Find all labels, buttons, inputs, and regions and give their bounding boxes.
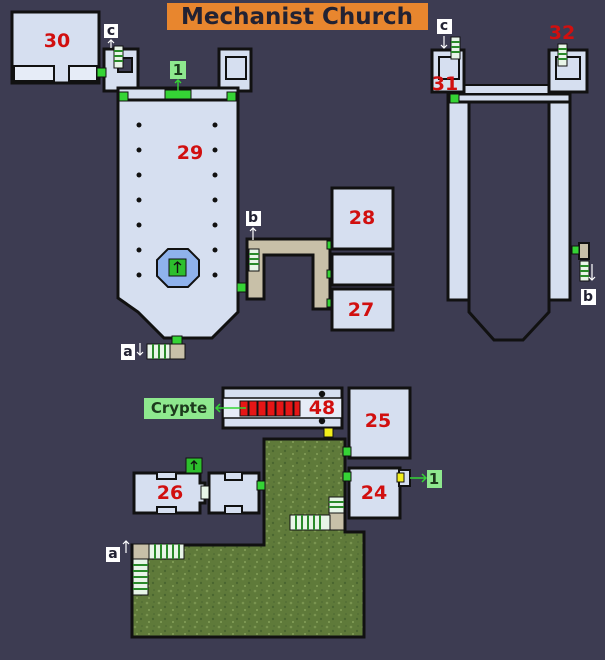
room-number-48: 48 (309, 397, 335, 419)
arrow-icon (249, 227, 257, 240)
door[interactable] (342, 471, 352, 482)
arrow-icon (214, 403, 246, 413)
nave-hall (116, 98, 240, 340)
door[interactable] (342, 446, 352, 457)
room-number-30: 30 (44, 30, 70, 52)
room-25[interactable]: 25 (347, 386, 412, 460)
room-48[interactable]: 48 (221, 386, 344, 430)
svg-text:b: b (583, 289, 593, 305)
title-background (167, 3, 428, 30)
marker-1-top[interactable]: 1 (170, 61, 186, 92)
room-26[interactable]: 26 (132, 471, 207, 515)
door-yellow[interactable] (323, 427, 334, 438)
pillar-icon (136, 122, 218, 278)
room-27[interactable]: 27 (330, 287, 395, 332)
svg-text:a: a (108, 546, 117, 562)
room-24[interactable]: 24 (347, 466, 402, 520)
arrow-icon (136, 343, 144, 356)
stairs-icon[interactable] (450, 36, 568, 67)
room-number-26: 26 (157, 482, 183, 504)
arrow-icon (174, 79, 182, 92)
door[interactable] (449, 93, 460, 104)
room-number-32: 32 (549, 22, 575, 44)
marker-c-left[interactable]: c (104, 23, 118, 48)
room-32[interactable]: 32 (547, 22, 589, 94)
room-30[interactable]: 30 (10, 10, 101, 85)
exit-1-right[interactable]: 1 (396, 469, 442, 488)
svg-text:c: c (440, 18, 448, 34)
arrow-icon (588, 264, 596, 281)
room-number-24: 24 (361, 482, 387, 504)
svg-text:b: b (248, 210, 258, 226)
marker-b-left[interactable]: b (246, 210, 261, 240)
arrow-icon (122, 540, 130, 553)
courtyard-grass (130, 437, 366, 639)
stairs-icon[interactable] (289, 496, 345, 531)
altar-icon[interactable] (185, 457, 203, 474)
crypt-label[interactable]: Crypte (144, 398, 246, 419)
stairs-icon[interactable] (146, 343, 186, 360)
side-room[interactable] (330, 252, 395, 287)
svg-text:1: 1 (173, 61, 183, 79)
marker-a-top[interactable]: a (121, 343, 144, 360)
marker-a-bottom[interactable]: a (106, 540, 130, 562)
room-number-25: 25 (365, 410, 391, 432)
corridor-b[interactable] (245, 237, 336, 311)
room-number-31: 31 (432, 73, 458, 95)
stairs-icon[interactable] (571, 242, 590, 282)
marker-b-right[interactable]: b (581, 264, 596, 305)
title-text: Mechanist Church (181, 4, 413, 30)
svg-text:1: 1 (429, 470, 439, 488)
marker-c-right[interactable]: c (437, 18, 452, 49)
stairs-icon[interactable] (113, 45, 124, 69)
door[interactable] (256, 480, 266, 491)
stairs-icon[interactable] (132, 543, 185, 596)
room-number-27: 27 (348, 299, 374, 321)
svg-text:a: a (123, 344, 132, 360)
room-28[interactable]: 28 (330, 186, 395, 251)
upper-floor[interactable] (446, 84, 572, 342)
room-number-28: 28 (349, 207, 375, 229)
arrow-icon (410, 473, 428, 483)
arrow-icon (440, 36, 448, 49)
room-number-29: 29 (177, 142, 203, 164)
map-title: Mechanist Church (167, 3, 428, 30)
svg-text:c: c (107, 23, 115, 39)
stairs-icon[interactable] (200, 485, 210, 500)
crypt-label-text: Crypte (151, 399, 207, 417)
room-26-annex[interactable] (207, 471, 261, 515)
crypt-stairs-icon (239, 400, 301, 417)
arrow-icon (107, 39, 115, 48)
